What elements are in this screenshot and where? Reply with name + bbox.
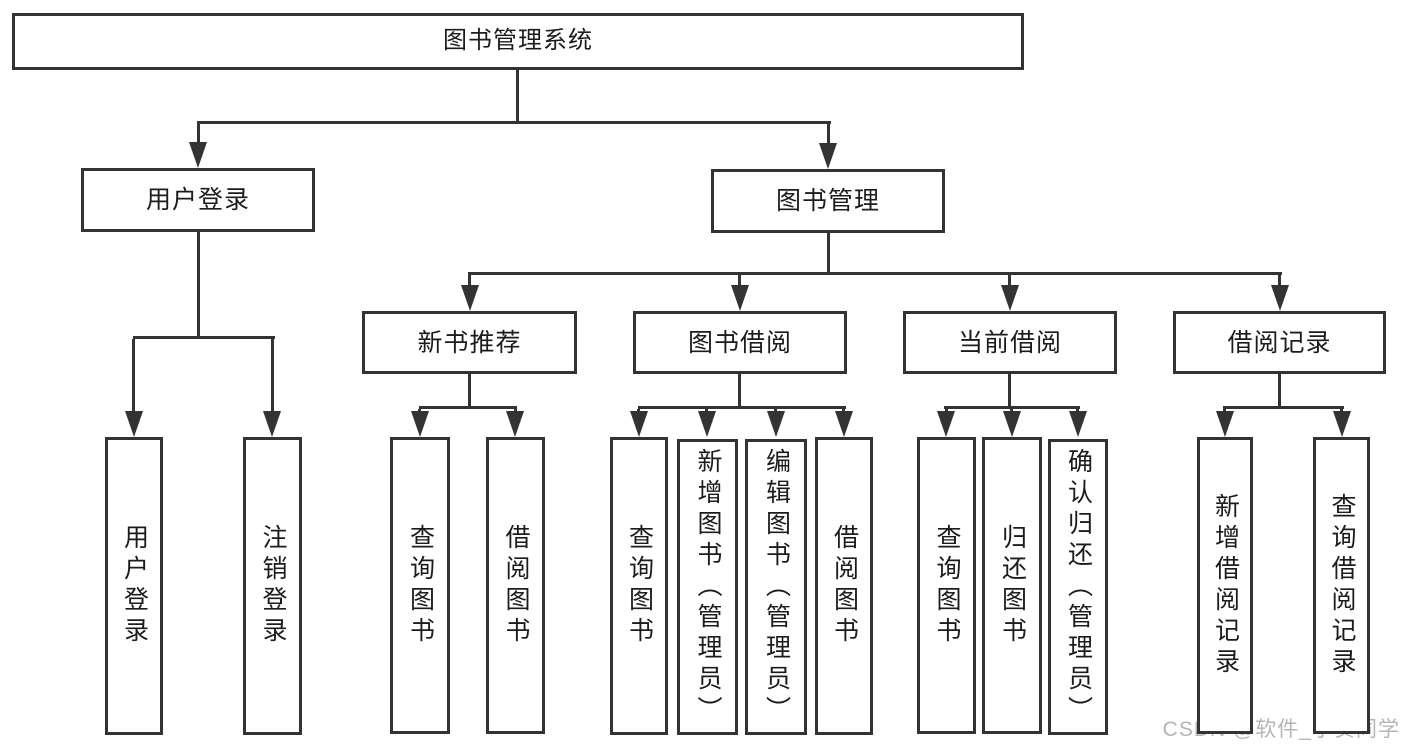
- node-user-login: 用户登录: [81, 168, 315, 232]
- connector-line: [197, 121, 831, 124]
- node-edit-books-admin: 编辑图书（管理员）: [745, 439, 807, 735]
- connector-line: [827, 233, 830, 274]
- connector-line: [1008, 275, 1011, 288]
- node-query-books-borrowing: 查询图书: [610, 437, 668, 735]
- connector-line: [944, 406, 1080, 409]
- connector-line: [516, 70, 519, 123]
- node-borrow-books-borrowing: 借阅图书: [815, 437, 873, 735]
- node-user-login-leaf: 用户登录: [105, 437, 163, 735]
- connector-line: [133, 336, 275, 339]
- connector-line: [197, 124, 200, 144]
- arrow-down-icon: [1069, 411, 1087, 437]
- node-logout: 注销登录: [243, 437, 302, 735]
- node-book-management: 图书管理: [711, 169, 945, 233]
- arrow-down-icon: [1271, 285, 1289, 311]
- connector-line: [638, 406, 846, 409]
- node-add-books-admin: 新增图书（管理员）: [677, 439, 738, 735]
- node-return-books: 归还图书: [982, 437, 1042, 734]
- connector-line: [271, 339, 274, 413]
- node-library-system: 图书管理系统: [12, 13, 1024, 70]
- connector-line: [1278, 275, 1281, 288]
- connector-line: [827, 124, 830, 144]
- arrow-down-icon: [767, 411, 785, 437]
- connector-line: [1223, 406, 1344, 409]
- node-query-books-recommend: 查询图书: [390, 437, 450, 734]
- arrow-down-icon: [698, 411, 716, 437]
- arrow-down-icon: [411, 411, 429, 437]
- node-confirm-return-admin: 确认归还（管理员）: [1048, 439, 1108, 735]
- arrow-down-icon: [937, 411, 955, 437]
- arrow-down-icon: [189, 142, 207, 168]
- arrow-down-icon: [461, 285, 479, 311]
- node-query-books-current: 查询图书: [917, 437, 976, 734]
- connector-line: [132, 339, 135, 413]
- arrow-down-icon: [1001, 285, 1019, 311]
- arrow-down-icon: [630, 411, 648, 437]
- arrow-down-icon: [731, 285, 749, 311]
- connector-line: [419, 406, 517, 409]
- arrow-down-icon: [1003, 411, 1021, 437]
- arrow-down-icon: [263, 411, 281, 437]
- node-borrowing-records: 借阅记录: [1173, 311, 1386, 374]
- connector-line: [738, 275, 741, 288]
- node-new-book-recommend: 新书推荐: [362, 311, 577, 374]
- arrow-down-icon: [506, 411, 524, 437]
- connector-line: [1008, 374, 1011, 408]
- arrow-down-icon: [125, 411, 143, 437]
- node-add-borrow-record: 新增借阅记录: [1197, 437, 1253, 734]
- arrow-down-icon: [835, 411, 853, 437]
- connector-line: [468, 272, 1282, 275]
- arrow-down-icon: [1333, 411, 1351, 437]
- node-query-borrow-record: 查询借阅记录: [1313, 437, 1370, 734]
- connector-line: [468, 374, 471, 408]
- connector-line: [197, 232, 200, 338]
- node-book-borrowing: 图书借阅: [633, 311, 847, 374]
- arrow-down-icon: [1216, 411, 1234, 437]
- connector-line: [468, 275, 471, 288]
- node-borrow-books-recommend: 借阅图书: [486, 437, 545, 734]
- connector-line: [1278, 374, 1281, 408]
- node-current-borrowing: 当前借阅: [903, 311, 1117, 374]
- arrow-down-icon: [819, 143, 837, 169]
- connector-line: [738, 374, 741, 408]
